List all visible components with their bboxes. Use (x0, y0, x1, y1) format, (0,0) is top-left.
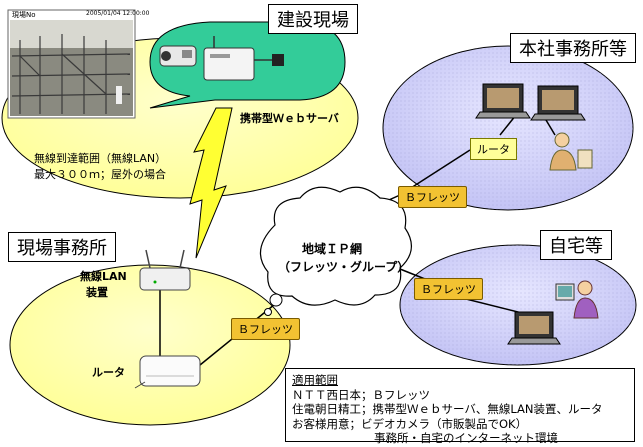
web-server-device-icon (203, 36, 284, 81)
home-title: 自宅等 (540, 230, 612, 260)
photo-caption-left: 現場No (12, 11, 36, 19)
ip-network-label-line2: （フレッツ・グループ） (278, 260, 410, 274)
wlan-device-label-line2: 装置 (86, 286, 108, 299)
scope-note: 適用範囲 ＮＴＴ西日本；Ｂフレッツ 住電朝日精工；携帯型Ｗｅｂサーバ、無線LAN… (285, 368, 635, 445)
web-server-label: 携帯型Ｗｅｂサーバ (240, 112, 339, 125)
construction-site-title: 建設現場 (268, 4, 358, 34)
hq-laptop-icon (530, 85, 586, 121)
wireless-range-line2: 最大３００ｍ；屋外の場合 (34, 168, 166, 181)
hq-laptop-icon (475, 83, 531, 119)
field-router-label: ルータ (92, 366, 125, 379)
field-flets-tag: Ｂフレッツ (231, 318, 300, 340)
ip-network-label-line1: 地域ＩＰ網 (302, 242, 363, 256)
photo-caption-right: 2005/01/04 12:00:00 (86, 10, 150, 17)
field-office-title: 現場事務所 (8, 232, 116, 262)
scope-note-heading: 適用範囲 (292, 373, 338, 387)
hq-flets-tag: Ｂフレッツ (398, 186, 467, 208)
construction-photo (7, 9, 136, 119)
wireless-lan-device-icon (139, 249, 191, 291)
camera-icon (159, 45, 197, 67)
router-device-icon (134, 355, 201, 389)
wlan-device-label-line1: 無線LAN (80, 270, 127, 283)
hq-router-tag: ルータ (470, 138, 517, 160)
home-flets-tag: Ｂフレッツ (414, 278, 483, 300)
hq-title: 本社事務所等 (510, 33, 636, 63)
home-user-icon (555, 280, 599, 319)
wireless-range-line1: 無線到達範囲（無線LAN） (34, 152, 167, 165)
wireless-bolt (189, 107, 233, 259)
scope-note-line2: 住電朝日精工；携帯型Ｗｅｂサーバ、無線LAN装置、ルータ (292, 402, 603, 416)
scope-note-line4: 事務所・自宅のインターネット環境 (374, 431, 558, 445)
home-laptop-icon (507, 311, 561, 345)
scope-note-line3: お客様用意；ビデオカメラ（市販製品でOK） (292, 416, 528, 431)
office-worker-icon (549, 132, 593, 171)
scope-note-line1: ＮＴＴ西日本；Ｂフレッツ (292, 387, 430, 402)
